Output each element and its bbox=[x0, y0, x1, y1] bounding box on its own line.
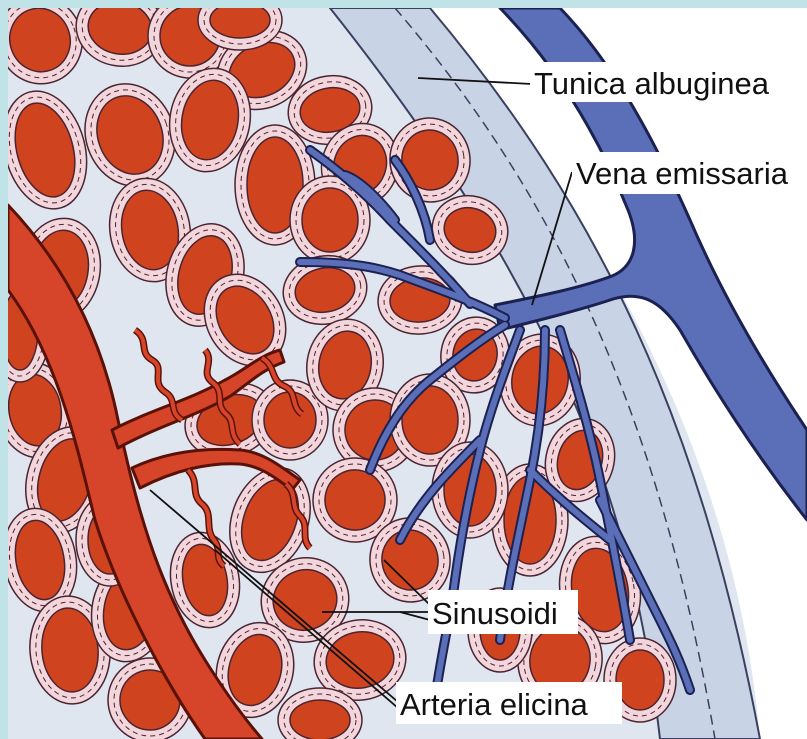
sinusoid-blood bbox=[616, 650, 664, 710]
label-vena-emissaria: Vena emissaria bbox=[572, 152, 807, 194]
sinusoid-blood bbox=[290, 700, 350, 739]
label-tunica-albuginea: Tunica albuginea bbox=[530, 62, 792, 102]
label-arteria-elicina: Arteria elicina bbox=[396, 682, 622, 724]
label-tunica-text: Tunica albuginea bbox=[534, 66, 770, 101]
sinusoid-blood bbox=[264, 392, 316, 448]
label-arteria-text: Arteria elicina bbox=[400, 687, 589, 722]
sinusoid-blood bbox=[302, 188, 358, 252]
label-sinusoidi-text: Sinusoidi bbox=[432, 596, 558, 631]
label-sinusoidi: Sinusoidi bbox=[428, 590, 578, 634]
label-vena-text: Vena emissaria bbox=[576, 156, 789, 191]
